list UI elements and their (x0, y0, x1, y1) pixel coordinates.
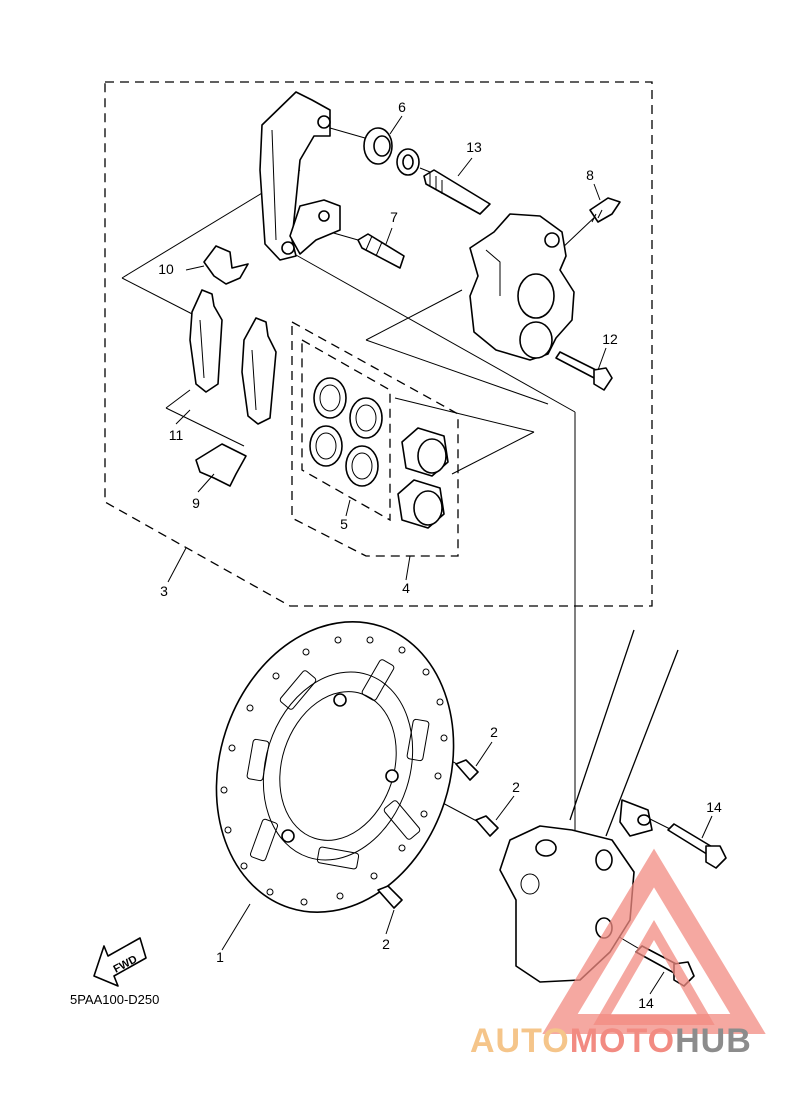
callout-4: 4 (402, 580, 410, 596)
callout-10: 10 (158, 261, 174, 277)
callout-9: 9 (192, 495, 200, 511)
callout-ticks (167, 115, 713, 995)
watermark-triangle-inner (593, 920, 715, 1025)
watermark-hub: HUB (675, 1022, 752, 1060)
watermark: AUTOMOTOHUB (470, 848, 766, 1060)
caliper-body (469, 213, 575, 361)
part-1-brake-disc (215, 621, 455, 913)
diagram-code: 5PAA100-D250 (70, 992, 159, 1007)
group-5-outline (301, 338, 391, 522)
part-8-bleed-screw (589, 197, 621, 223)
group-4-outline (291, 320, 459, 557)
callout-12: 12 (602, 331, 618, 347)
part-6-boot (363, 127, 420, 176)
group-3-outline (104, 81, 653, 607)
part-11-pads (189, 289, 277, 425)
part-12-bolt (555, 351, 613, 391)
callout-2b: 2 (512, 779, 520, 795)
callout-5: 5 (340, 516, 348, 532)
part-5-seals (309, 377, 383, 487)
callout-1: 1 (216, 949, 224, 965)
part-2-bolts (377, 759, 499, 909)
part-10-spring (203, 245, 249, 285)
callout-13: 13 (466, 139, 482, 155)
disc-slots (246, 659, 430, 870)
svg-text:AUTOMOTOHUB: AUTOMOTOHUB (470, 1022, 752, 1060)
callout-14a: 14 (706, 799, 722, 815)
part-4-pistons (397, 427, 449, 529)
watermark-moto: MOTO (570, 1022, 675, 1060)
callout-3: 3 (160, 583, 168, 599)
callout-6: 6 (398, 99, 406, 115)
fwd-arrow: FWD (93, 937, 147, 987)
watermark-auto: AUTO (470, 1022, 570, 1060)
disc-holes (220, 636, 448, 906)
part-7-slide-pin (357, 233, 405, 269)
callout-14b: 14 (638, 995, 654, 1011)
callout-7: 7 (390, 209, 398, 225)
callout-labels: 1 2 2 2 3 4 5 6 7 8 9 10 11 12 13 14 14 (158, 99, 722, 1011)
part-13-pin (423, 169, 491, 215)
caliper-bracket (259, 91, 341, 261)
callout-2c: 2 (382, 936, 390, 952)
part-9-clip (195, 443, 247, 487)
callout-2a: 2 (490, 724, 498, 740)
callout-11: 11 (169, 427, 184, 443)
callout-8: 8 (586, 167, 594, 183)
